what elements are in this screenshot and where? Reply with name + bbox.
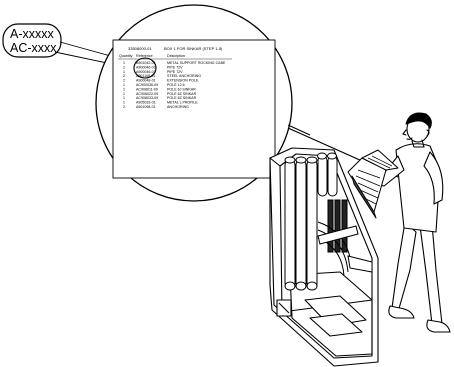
row-description: POLE 6Z SINKAR <box>167 96 197 100</box>
row-reference: A905033-01 <box>136 101 156 105</box>
row-quantity: 1 <box>123 101 125 105</box>
person-nose <box>403 130 406 135</box>
tube-5 <box>328 156 337 196</box>
row-description: PIPE 72V <box>167 70 183 74</box>
row-description: EXTENSION POLE <box>167 79 199 83</box>
document-title: BOX 1 FOR SINKAR (STEP 1-5) <box>164 46 223 51</box>
row-reference: AC908011-09 <box>136 87 158 91</box>
row-description: PIPE 72V <box>167 65 183 69</box>
row-quantity: 1 <box>123 87 125 91</box>
row-reference: AC906022-09 <box>136 92 158 96</box>
row-reference: AC900036-09 <box>136 83 158 87</box>
tube-1-end <box>285 157 295 163</box>
person-mouth <box>407 138 412 139</box>
tube-3-end <box>307 157 317 163</box>
row-quantity: 1 <box>123 96 125 100</box>
person-right-shoe <box>427 320 450 332</box>
person-left-shoe <box>389 306 414 318</box>
row-description: POLE 6Z SINKAR <box>167 92 197 96</box>
person-left-leg <box>392 222 416 312</box>
row-description: ANCHORING <box>167 105 189 109</box>
column-header-description: Description <box>167 54 185 58</box>
row-reference: A900046-01 <box>136 70 156 74</box>
dark-pole-3 <box>342 200 347 252</box>
tube-1 <box>285 160 295 288</box>
tube-1-bottom <box>285 282 295 290</box>
tube-4 <box>318 156 327 196</box>
tube-2 <box>296 160 306 288</box>
row-reference: A900046-01 <box>136 65 156 69</box>
magnifier: 33508000-01 BOX 1 FOR SINKAR (STEP 1-5) … <box>96 5 292 201</box>
parts-list-document: 33508000-01 BOX 1 FOR SINKAR (STEP 1-5) … <box>113 40 275 178</box>
row-quantity: 1 <box>123 92 125 96</box>
row-reference: AC908033-09 <box>136 96 158 100</box>
tube-3-bottom <box>307 282 317 290</box>
row-description: METAL SUPPORT ROCKING CABE <box>167 61 226 65</box>
row-quantity: 1 <box>123 83 125 87</box>
row-reference: A901098-01 <box>136 105 156 109</box>
tube-2-bottom <box>296 282 306 290</box>
person <box>372 113 450 332</box>
callout-code-ac: AC-xxxx <box>10 41 57 55</box>
person-right-leg <box>420 224 442 324</box>
column-header-reference: Reference <box>136 54 153 58</box>
row-quantity: 1 <box>123 61 125 65</box>
row-description: POLE 12.6 <box>167 83 185 87</box>
callout-code-a: A-xxxxx <box>10 27 55 41</box>
row-description: POLE 6J SINKAR <box>167 87 196 91</box>
row-description: METAL L PROFILE <box>167 101 198 105</box>
tube-3 <box>307 160 317 288</box>
row-quantity: 2 <box>123 65 125 69</box>
row-reference: A901042-01 <box>136 61 156 65</box>
row-quantity: 2 <box>123 79 125 83</box>
document-part-number: 33508000-01 <box>128 46 152 51</box>
row-quantity: 2 <box>123 105 125 109</box>
tube-4-end <box>318 153 327 159</box>
tube-5-end <box>328 153 337 159</box>
row-description: STEEL ANCHORING <box>167 74 201 78</box>
row-reference: A900048-01 <box>136 79 156 83</box>
column-header-quantity: Quantity <box>119 54 133 58</box>
row-quantity: 1 <box>123 70 125 74</box>
row-quantity: 2 <box>123 74 125 78</box>
tube-2-end <box>296 157 306 163</box>
